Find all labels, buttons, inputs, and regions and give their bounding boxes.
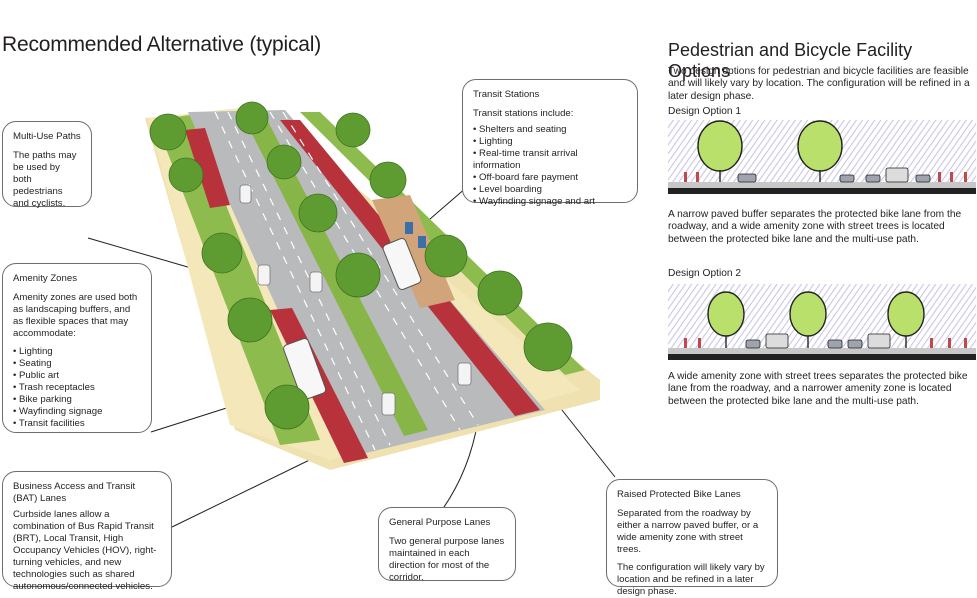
callout-body: Transit stations include: <box>473 108 574 119</box>
option-1-label: Design Option 1 <box>668 106 742 117</box>
list-item: Transit facilities <box>13 418 141 430</box>
callout-heading: Amenity Zones <box>13 273 77 284</box>
option-2-description: A wide amenity zone with street trees se… <box>668 371 968 407</box>
callout-body-2: The configuration will likely vary by lo… <box>617 562 765 597</box>
callout-heading: Raised Protected Bike Lanes <box>617 489 741 500</box>
callout-transit-stations: Transit Stations Transit stations includ… <box>462 79 638 207</box>
option-2-label: Design Option 2 <box>668 268 742 279</box>
callout-bat-lanes: Business Access and Transit (BAT) Lanes … <box>2 471 172 592</box>
callout-body: Two general purpose lanes maintained in … <box>389 536 505 583</box>
callout-amenity-zones: Amenity Zones Amenity zones are used bot… <box>2 263 152 433</box>
list-item: Lighting <box>473 136 627 148</box>
callout-body: Amenity zones are used both as landscapi… <box>13 292 138 339</box>
option-1-description: A narrow paved buffer separates the prot… <box>668 209 962 245</box>
callout-body: The paths may be used by both pedestrian… <box>13 150 77 209</box>
transit-list: Shelters and seating Lighting Real-time … <box>473 124 627 208</box>
callout-heading: Transit Stations <box>473 89 540 100</box>
callout-general-purpose-lanes: General Purpose Lanes Two general purpos… <box>378 507 516 583</box>
options-intro: Two design options for pedestrian and bi… <box>668 66 970 102</box>
list-item: Public art <box>13 370 141 382</box>
list-item: Wayfinding signage <box>13 406 141 418</box>
options-title: Pedestrian and Bicycle Facility Options <box>668 40 913 81</box>
callout-heading: Multi-Use Paths <box>13 131 81 142</box>
page-title: Recommended Alternative (typical) <box>2 33 322 56</box>
design-option-2-section <box>668 284 976 360</box>
design-option-1-section <box>668 120 976 194</box>
callout-heading: Business Access and Transit (BAT) Lanes <box>13 481 136 504</box>
list-item: Level boarding <box>473 184 627 196</box>
list-item: Bike parking <box>13 394 141 406</box>
callout-body: Separated from the roadway by either a n… <box>617 508 759 555</box>
callout-body: Curbside lanes allow a combination of Bu… <box>13 509 157 592</box>
list-item: Lighting <box>13 346 141 358</box>
amenity-list: Lighting Seating Public art Trash recept… <box>13 346 141 430</box>
list-item: Wayfinding signage and art <box>473 196 627 208</box>
list-item: Real-time transit arrival information <box>473 148 627 172</box>
list-item: Trash receptacles <box>13 382 141 394</box>
callout-multi-use-paths: Multi-Use Paths The paths may be used by… <box>2 121 92 209</box>
callout-protected-bike-lanes: Raised Protected Bike Lanes Separated fr… <box>606 479 778 597</box>
list-item: Shelters and seating <box>473 124 627 136</box>
callout-heading: General Purpose Lanes <box>389 517 491 528</box>
list-item: Seating <box>13 358 141 370</box>
list-item: Off-board fare payment <box>473 172 627 184</box>
